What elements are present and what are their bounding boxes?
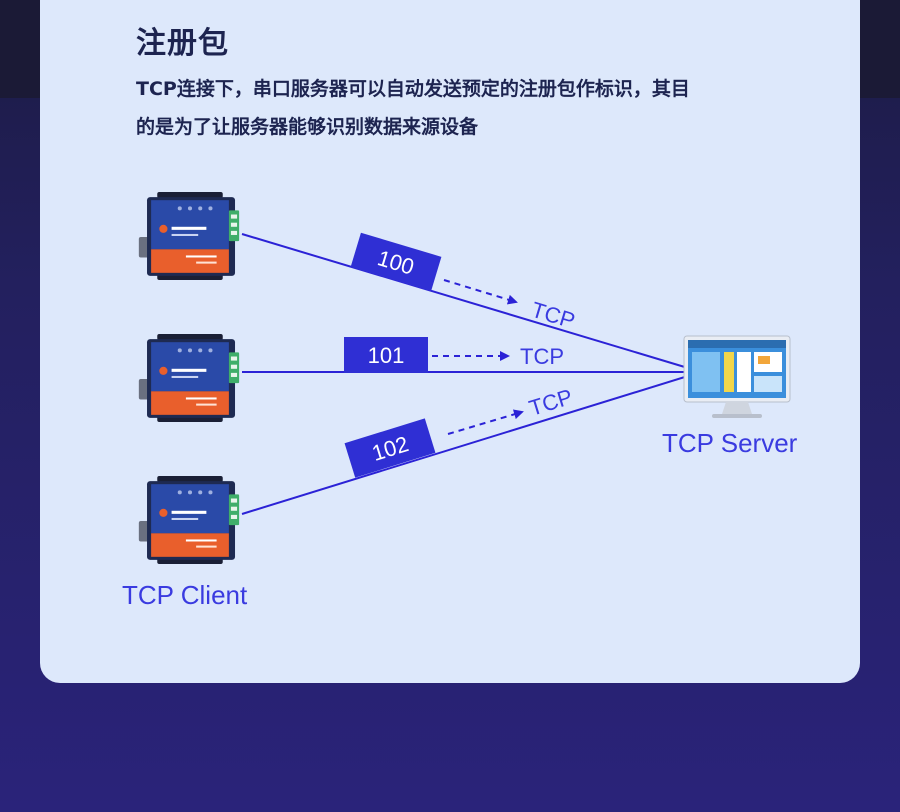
connection-line-1: [241, 233, 689, 369]
server-monitor-icon: [683, 335, 791, 418]
description-line-2: 的是为了让服务器能够识别数据来源设备: [136, 116, 479, 138]
device-1: [138, 192, 240, 280]
dashed-arrow-3: [447, 409, 524, 435]
connection-line-3: [241, 375, 689, 515]
dashed-arrow-1: [443, 279, 518, 305]
tcp-label-3: TCP: [526, 384, 575, 421]
tcp-label-1: TCP: [529, 297, 578, 334]
packet-badge-102: 102: [344, 418, 436, 478]
device-2: [138, 334, 240, 422]
tcp-client-label: TCP Client: [122, 580, 248, 610]
packet-label-101: 101: [368, 343, 405, 368]
tcp-server-label: TCP Server: [662, 428, 798, 458]
page-title: 注册包: [136, 26, 229, 61]
tcp-label-2: TCP: [520, 344, 564, 369]
packet-badge-100: 100: [350, 232, 442, 292]
packet-badge-101: 101: [344, 337, 428, 373]
description-line-1: TCP连接下，串口服务器可以自动发送预定的注册包作标识，其目: [136, 78, 690, 100]
device-3: [138, 476, 240, 564]
